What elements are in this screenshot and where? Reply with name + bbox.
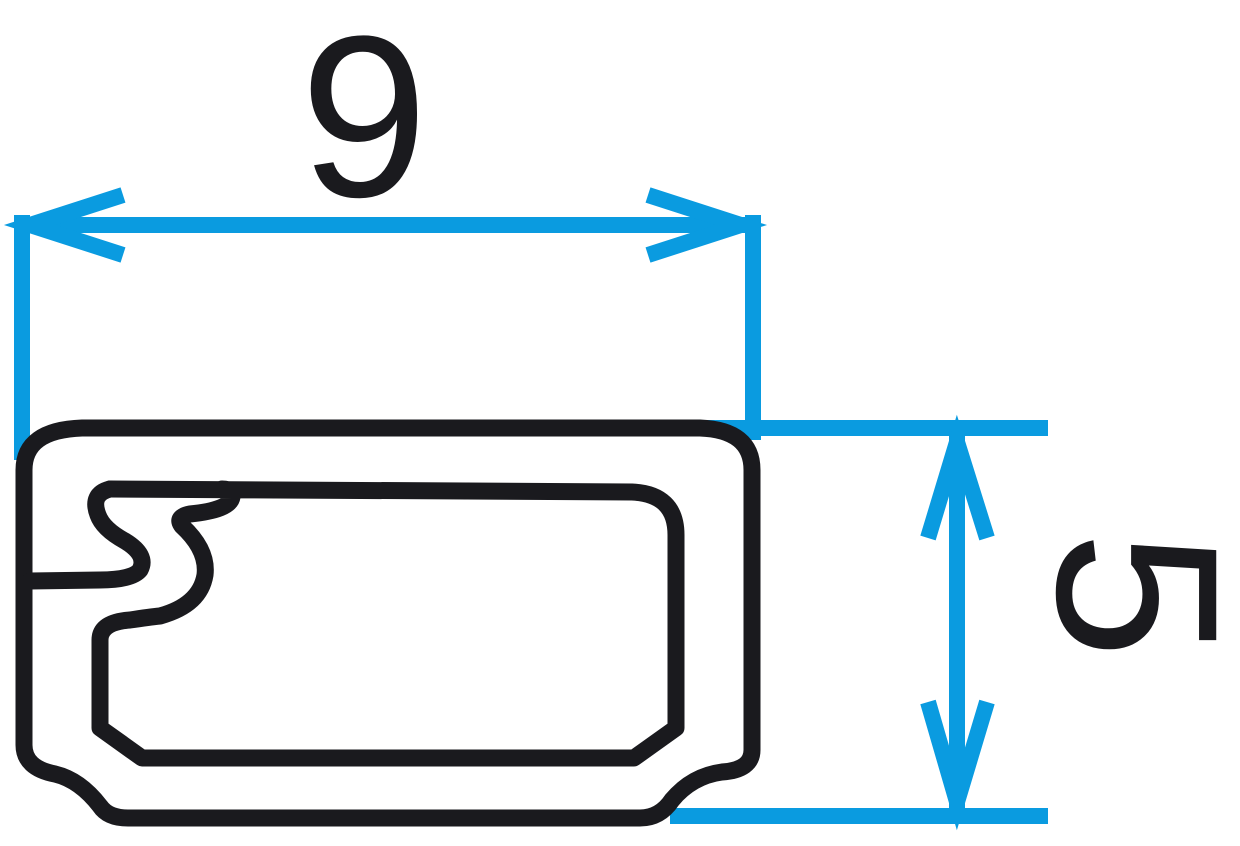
width-dimension-label: 9	[300, 0, 428, 245]
height-dimension	[670, 414, 1048, 831]
width-dimension	[3, 187, 768, 460]
inner-contour	[91, 480, 685, 767]
outer-contour	[15, 419, 761, 827]
inner-hook	[21, 480, 151, 590]
profile-outline	[15, 419, 761, 827]
height-dimension-label: 5	[1009, 480, 1240, 710]
